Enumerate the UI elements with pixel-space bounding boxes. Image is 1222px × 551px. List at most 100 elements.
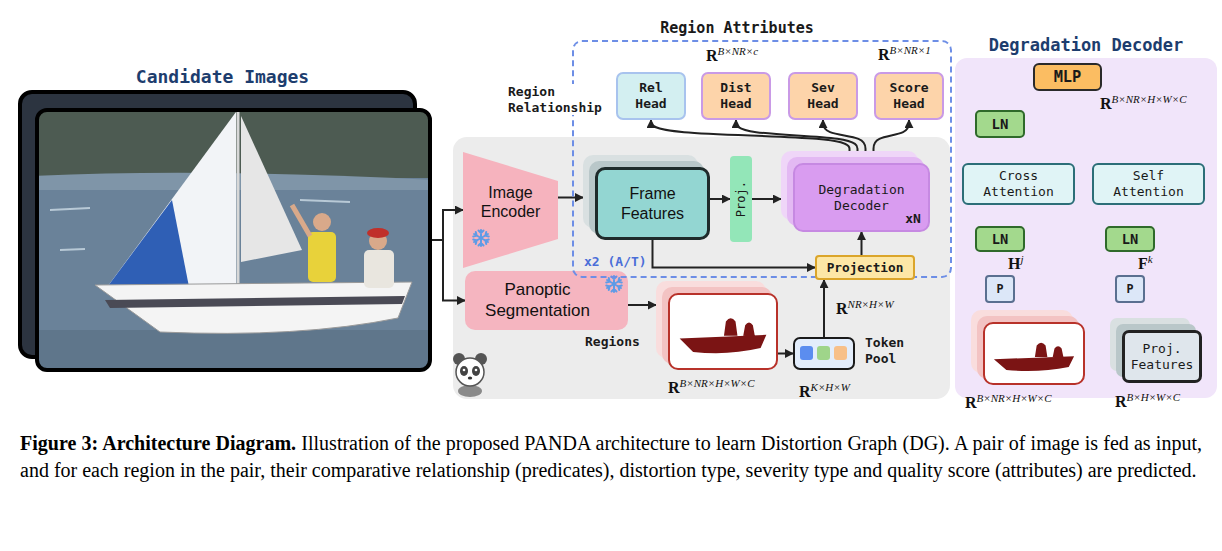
sailor-shirt bbox=[364, 250, 394, 288]
main-sail bbox=[241, 116, 302, 262]
node-label: Sev Head bbox=[793, 80, 853, 111]
near-water bbox=[38, 330, 429, 369]
shape-art bbox=[985, 324, 1083, 383]
math-superscript: K×H×W bbox=[811, 381, 850, 393]
node-label: Rel Head bbox=[621, 80, 681, 111]
math-superscript: B×H×W×C bbox=[1127, 391, 1180, 403]
connector bbox=[432, 210, 463, 240]
panda-face bbox=[456, 358, 484, 386]
feature-stack: Proj. FeaturesRB×H×W×C bbox=[1122, 330, 1202, 383]
panda-eye bbox=[463, 369, 466, 372]
edge-label: RNR×H×W bbox=[836, 298, 894, 319]
edge-label: Regions bbox=[585, 334, 640, 350]
p-box: P bbox=[985, 275, 1015, 303]
proj-bar: Proj. bbox=[730, 156, 752, 242]
edge-label: Fk bbox=[1138, 253, 1153, 274]
shape-art bbox=[795, 339, 853, 368]
node-label: MLP bbox=[1054, 68, 1082, 86]
math-superscript: j bbox=[1020, 253, 1023, 265]
connector bbox=[778, 353, 793, 355]
node-label: Degradation Decoder bbox=[798, 182, 925, 213]
snowflake-arm bbox=[473, 232, 489, 244]
math-base: R bbox=[1100, 95, 1112, 112]
math-superscript: B×NR×H×W×C bbox=[1112, 93, 1187, 105]
connector bbox=[874, 120, 910, 151]
sail-panel bbox=[105, 200, 190, 292]
trapezoid-shape bbox=[463, 152, 558, 268]
snowflake-icon bbox=[473, 230, 489, 246]
math-superscript: NR×H×W bbox=[848, 298, 894, 310]
connector bbox=[651, 120, 850, 151]
node-label: Image Encoder bbox=[466, 183, 555, 237]
lake-water bbox=[38, 111, 429, 369]
panda-eye bbox=[475, 369, 478, 372]
attention-box: Self Attention bbox=[1092, 163, 1205, 205]
math-superscript: B×NR×H×W×C bbox=[977, 392, 1052, 404]
node-label: Proj. Features bbox=[1128, 341, 1196, 372]
math-base: R bbox=[706, 47, 718, 64]
node-label: LN bbox=[1122, 231, 1139, 247]
snowflake-arm bbox=[473, 232, 489, 244]
mast bbox=[237, 111, 240, 300]
math-base: R bbox=[836, 300, 848, 317]
sailboat-photo bbox=[38, 111, 429, 369]
decoder-panel: Degradation DecoderMLPLNCross AttentionS… bbox=[955, 58, 1217, 398]
panda-eye-patch bbox=[460, 366, 468, 376]
region-mask: RB×NR×H×W×C bbox=[668, 293, 778, 370]
math-base: R bbox=[668, 379, 680, 396]
snowflake-arm bbox=[606, 278, 622, 290]
node-label: Dist Head bbox=[706, 80, 766, 111]
layernorm-box: LN bbox=[975, 226, 1025, 252]
dimension-label: RB×NR×H×W×C bbox=[1100, 93, 1186, 114]
jib-sail bbox=[105, 112, 236, 292]
mask-silhouette bbox=[994, 343, 1074, 371]
panda-body bbox=[458, 385, 482, 397]
snowflake-icon bbox=[606, 276, 622, 292]
node-label: Cross Attention bbox=[967, 168, 1070, 199]
feature-box: Frame Features bbox=[595, 167, 710, 240]
encoder-trapezoid: Image Encoder bbox=[463, 152, 558, 268]
caption-lead: Figure 3: Architecture Diagram. bbox=[20, 432, 296, 454]
connector bbox=[861, 232, 863, 255]
head-box: Dist Head bbox=[701, 72, 771, 120]
node-label: Proj. bbox=[734, 181, 748, 217]
segmentation-box: Panoptic Segmentation bbox=[465, 271, 628, 330]
connector bbox=[628, 304, 656, 306]
photo-frame: Candidate Images bbox=[35, 108, 432, 372]
connector bbox=[752, 198, 781, 200]
decoder-box: Degradation DecoderxN bbox=[793, 163, 930, 232]
sailor-head bbox=[313, 213, 331, 231]
node-label: Degradation Decoder bbox=[955, 35, 1217, 55]
math-superscript: k bbox=[1148, 253, 1153, 265]
node-label: LN bbox=[992, 116, 1009, 133]
math-superscript: B×NR×1 bbox=[890, 44, 931, 56]
node-label: Candidate Images bbox=[24, 66, 421, 88]
math-base: R bbox=[1115, 393, 1127, 410]
edge-label: Hj bbox=[1008, 253, 1024, 274]
head-box: Rel Head bbox=[616, 72, 686, 120]
node-label: P bbox=[1126, 282, 1133, 296]
dimension-label: RK×H×W bbox=[799, 381, 919, 401]
math-base: R bbox=[799, 383, 811, 400]
connector bbox=[710, 198, 730, 200]
sailor-arm bbox=[292, 205, 310, 236]
connector bbox=[432, 240, 465, 301]
figure-caption: Figure 3: Architecture Diagram. Illustra… bbox=[20, 430, 1202, 484]
node-label: x2 (A/T) bbox=[584, 254, 684, 270]
dashed-group: Region Attributesx2 (A/T)Rel HeadDist He… bbox=[572, 40, 952, 278]
connector bbox=[558, 197, 583, 199]
mask-silhouette bbox=[680, 318, 767, 353]
attention-box: Cross Attention bbox=[962, 163, 1075, 205]
node-label: P bbox=[996, 282, 1003, 296]
head-box: Score Head bbox=[874, 72, 944, 120]
math-superscript: B×NR×c bbox=[718, 45, 759, 57]
token-pool: Token PoolRK×H×W bbox=[793, 337, 855, 370]
hull-stripe bbox=[105, 296, 405, 308]
panda-nose bbox=[468, 377, 472, 380]
math-base: R bbox=[965, 394, 977, 411]
p-box: P bbox=[1115, 275, 1145, 303]
red-cap bbox=[367, 228, 389, 238]
math-base: F bbox=[1138, 255, 1148, 272]
node-label: Projection bbox=[827, 260, 904, 275]
